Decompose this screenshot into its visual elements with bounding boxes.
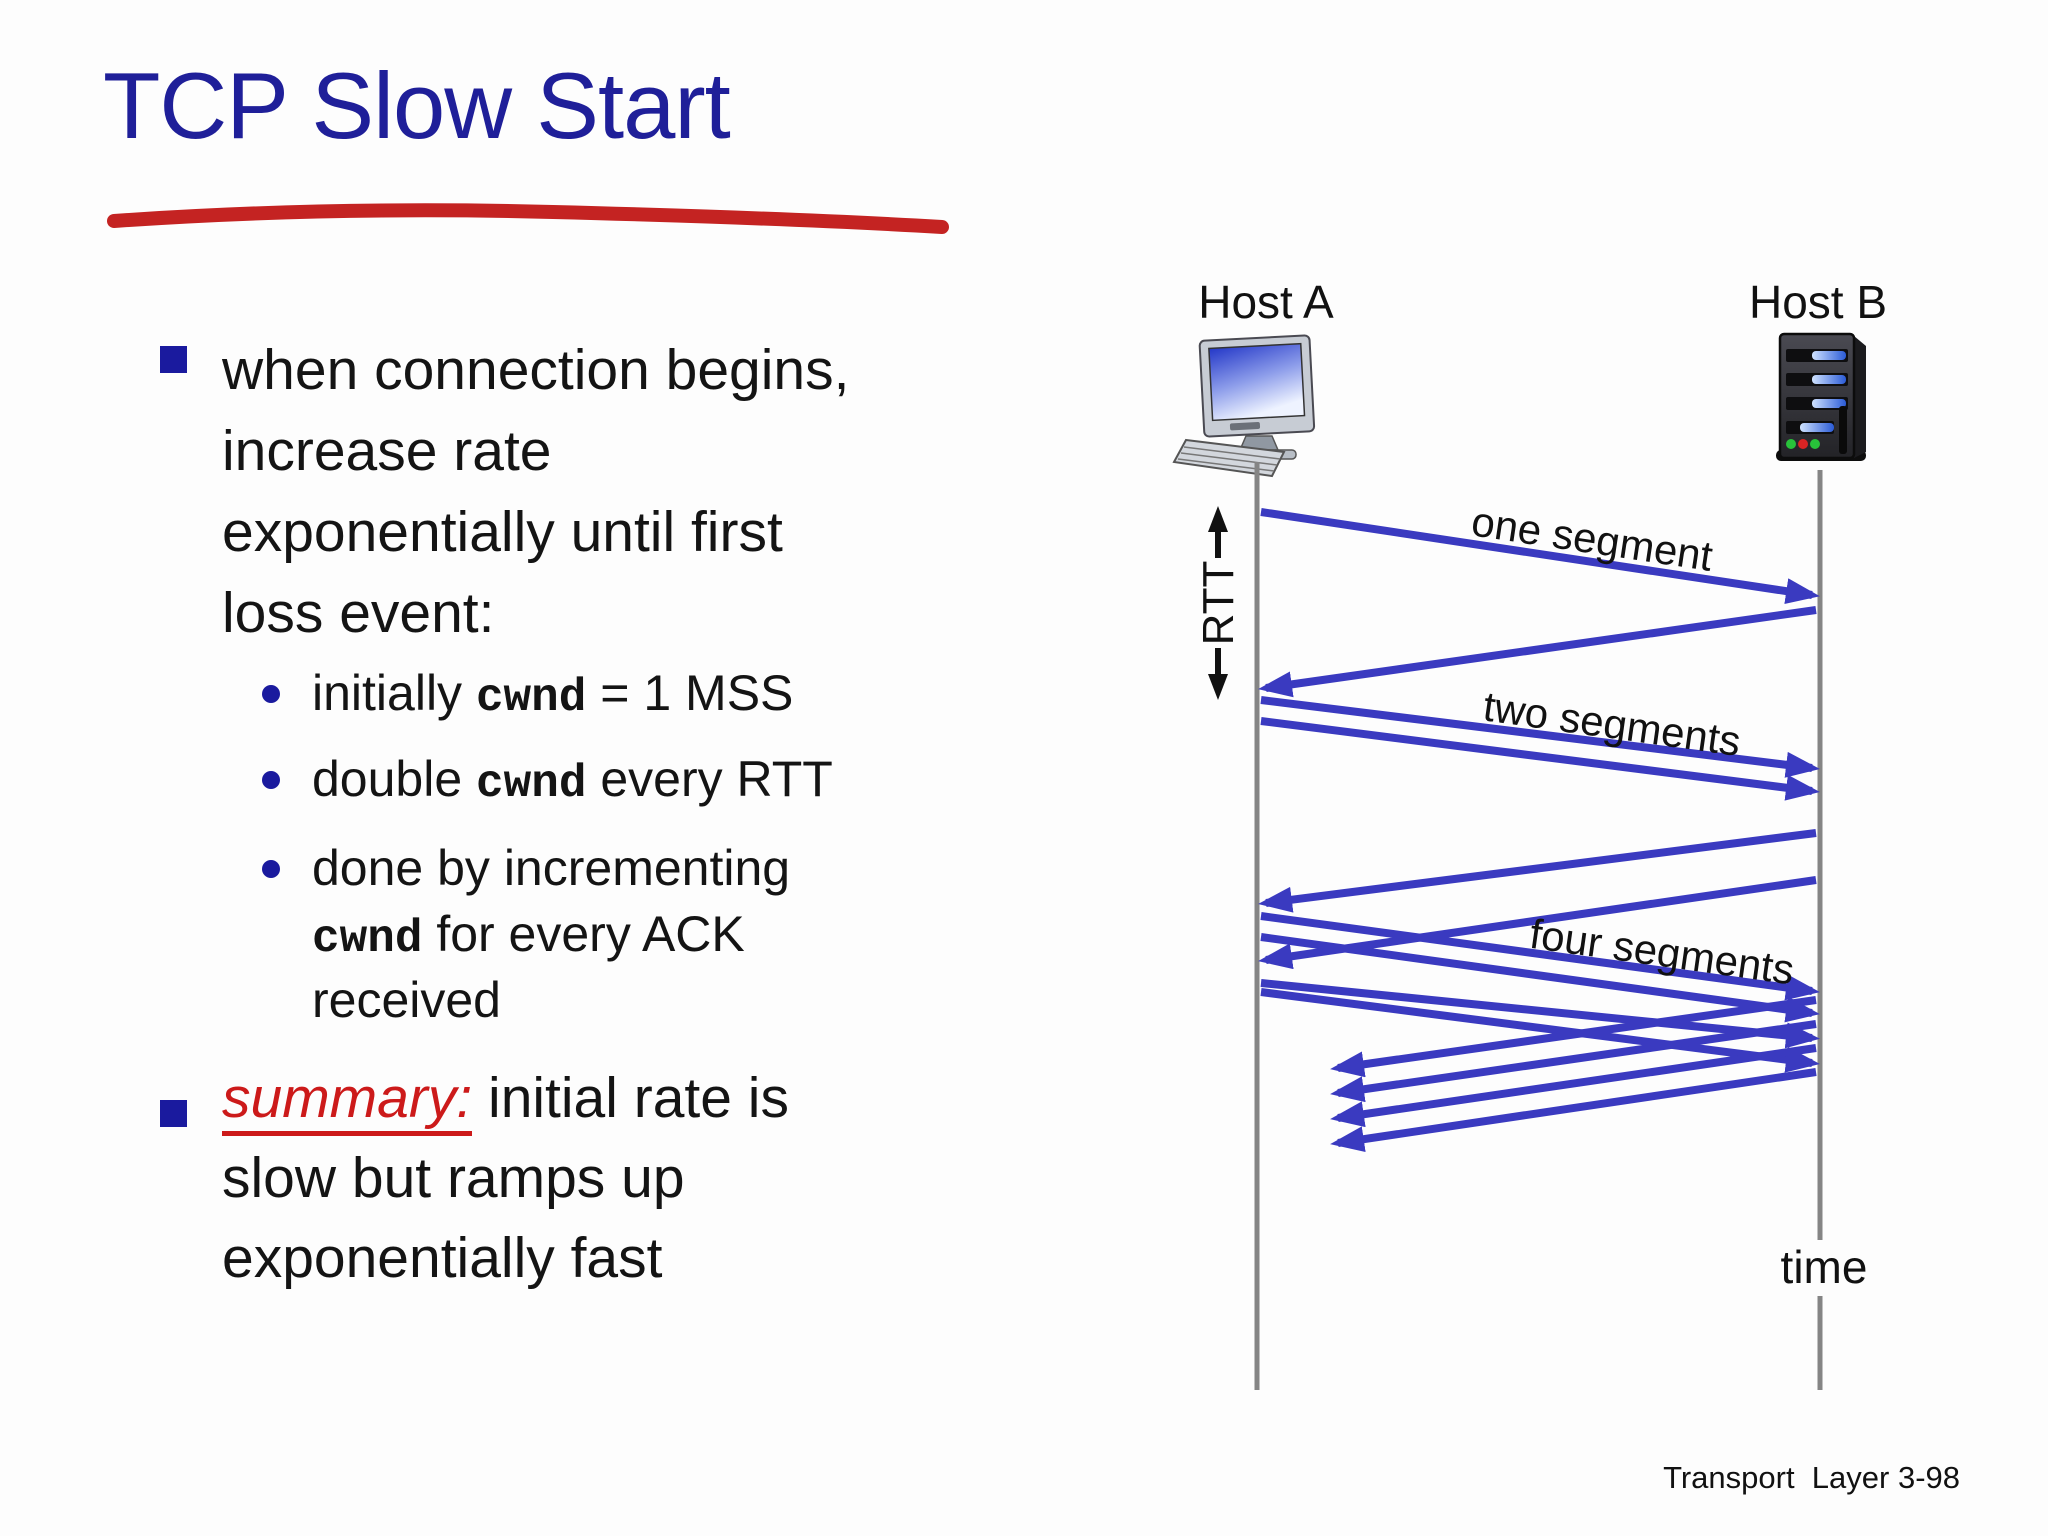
ack-arrow-3c — [1330, 1044, 1817, 1128]
bullet-summary: summary: initial rate is slow but ramps … — [222, 1058, 789, 1298]
ack-arrow-3d — [1330, 1068, 1817, 1153]
title-underline-swoosh — [107, 203, 949, 234]
ack-arrow-1 — [1258, 606, 1817, 698]
segment-arrow-3b — [1260, 933, 1820, 1023]
bullet-line: exponentially until first — [222, 500, 783, 564]
host-a-computer-icon — [1172, 334, 1316, 478]
segment-arrow-3a — [1260, 912, 1820, 1001]
sub-bullet-text: initially — [312, 665, 476, 721]
cwnd-code: cwnd — [475, 672, 587, 724]
sub-bullet-text: every RTT — [586, 751, 833, 807]
host-b-label: Host B — [1749, 276, 1887, 328]
ack-arrow-2a — [1258, 829, 1817, 913]
sub-bullet-text: for every ACK — [422, 906, 745, 962]
segment-arrow-2b — [1260, 717, 1820, 801]
summary-keyword: summary: — [222, 1066, 473, 1136]
host-b-server-icon — [1776, 332, 1866, 461]
segment-arrow-3d — [1260, 988, 1820, 1073]
sub-bullet-initially: initially cwnd = 1 MSS — [312, 660, 793, 726]
summary-text: exponentially fast — [222, 1226, 663, 1290]
bullet-line: when connection begins, — [222, 338, 850, 402]
cwnd-code: cwnd — [312, 913, 423, 965]
sub-bullet-text: done by incrementing — [312, 840, 791, 896]
cwnd-code: cwnd — [476, 758, 587, 810]
segment-arrow-3c — [1260, 979, 1820, 1049]
page-number: Transport Layer 3-98 — [1663, 1460, 1960, 1495]
bullet-line: increase rate — [222, 419, 552, 483]
sub-bullet-dot — [262, 771, 280, 789]
sub-bullet-double: double cwnd every RTT — [312, 746, 833, 812]
bullet-line: loss event: — [222, 581, 495, 645]
bullet-when-connection: when connection begins, increase rate ex… — [222, 330, 849, 654]
page-title: TCP Slow Start — [103, 53, 731, 158]
bullet-square — [160, 346, 187, 373]
sub-bullet-text: received — [312, 972, 501, 1028]
time-label: time — [1781, 1241, 1868, 1293]
summary-text: initial rate is — [472, 1066, 789, 1130]
summary-text: slow but ramps up — [222, 1146, 685, 1210]
sub-bullet-dot — [262, 860, 280, 878]
one-segment-label: one segment — [1469, 497, 1716, 579]
ack-arrow-3a — [1330, 996, 1817, 1078]
sub-bullet-text: double — [312, 751, 477, 807]
rtt-label: RTT — [1194, 561, 1243, 646]
segment-arrow-1 — [1260, 508, 1820, 604]
sub-bullet-dot — [262, 685, 280, 703]
host-a-label: Host A — [1198, 276, 1334, 328]
sub-bullet-done-by: done by incrementing cwnd for every ACK … — [312, 835, 790, 1033]
tcp-slow-start-diagram: Host A Host B — [1172, 276, 1887, 1390]
segment-arrow-2a — [1260, 696, 1820, 778]
sub-bullet-text: = 1 MSS — [586, 665, 794, 721]
bullet-square — [160, 1100, 187, 1127]
ack-arrow-3b — [1330, 1020, 1817, 1103]
